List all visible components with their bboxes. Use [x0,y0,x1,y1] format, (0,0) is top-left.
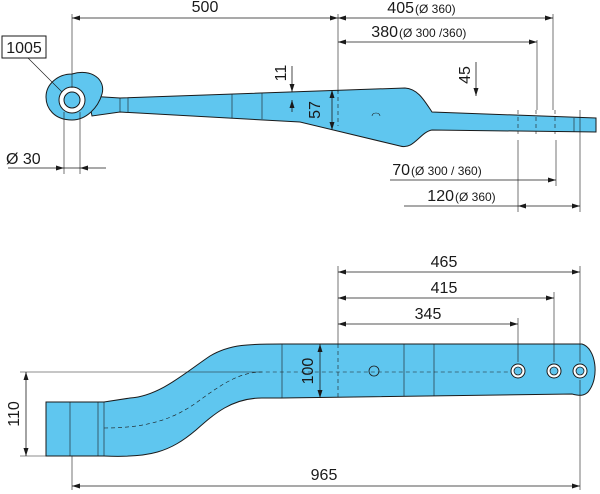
dim-11: 11 [273,65,290,82]
dim-110: 110 [6,401,23,427]
dim-100: 100 [300,358,317,385]
arm-body-plan [45,343,596,457]
dim-120-note: (Ø 360) [455,190,496,204]
part-number: 1005 [6,40,42,57]
part-number-box [1,35,47,59]
eye-bushing-inner [63,91,81,109]
dim-380: 380 [371,24,398,41]
leaf-spring-body [87,87,597,148]
dim-70-note: (Ø 300 / 360) [411,164,482,178]
dim-bore-30: Ø 30 [6,151,41,168]
side-view: 1005 500 405 (Ø 360) 380 (Ø 300 /360) 11… [1,0,597,212]
top-down-view: 465 415 345 100 110 965 [6,254,596,490]
dim-45: 45 [457,66,474,84]
dim-500: 500 [192,0,219,16]
dim-965: 965 [311,467,338,484]
dim-345: 345 [415,306,442,323]
dim-415: 415 [431,280,458,297]
dim-405: 405 [387,0,414,17]
dim-380-note: (Ø 300 /360) [399,26,466,40]
center-hole [368,365,380,377]
dim-120: 120 [427,188,454,205]
dim-70: 70 [392,162,410,179]
dim-465: 465 [431,254,458,271]
dim-405-note: (Ø 360) [415,2,456,16]
dim-57: 57 [307,101,324,119]
